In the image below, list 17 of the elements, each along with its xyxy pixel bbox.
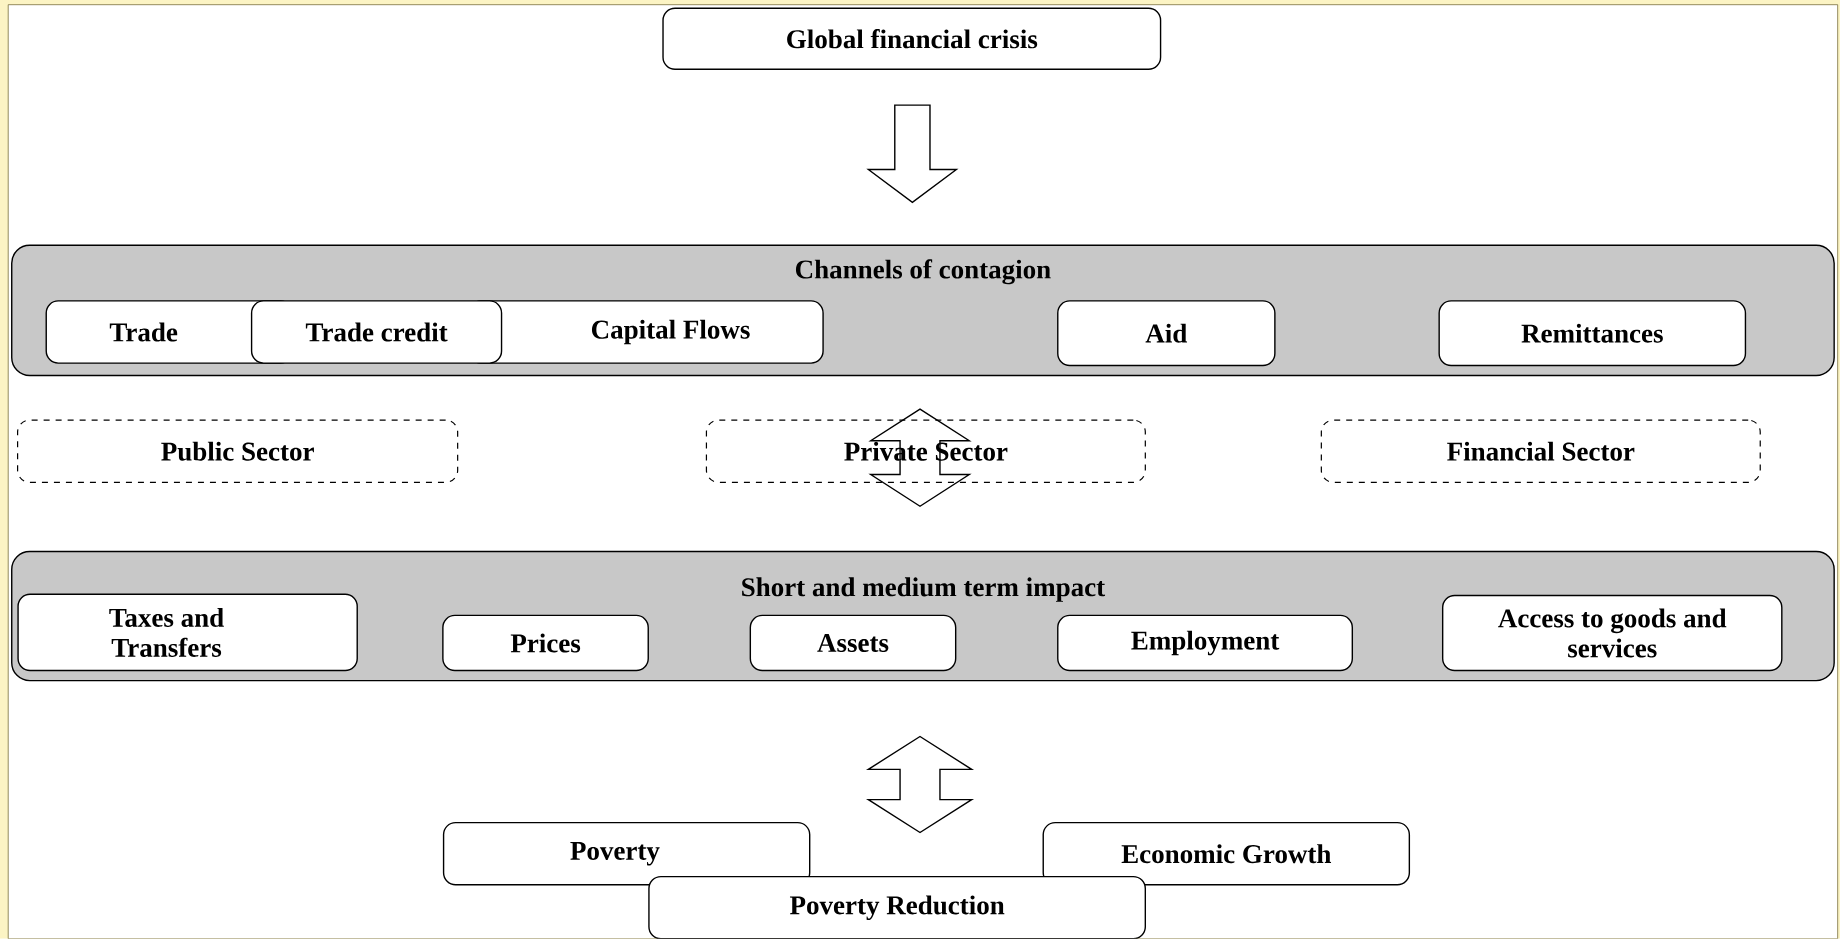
process-box: Economic Growth [1042,822,1411,886]
process-box: Assets [749,614,957,672]
process-box: Access to goods and services [1442,594,1783,672]
block-arrow [866,104,959,204]
process-box: Taxes and Transfers [17,593,358,672]
process-box: Aid [1057,300,1276,367]
process-box: Global financial crisis [662,7,1162,71]
process-box: Capital Flows [468,300,824,364]
block-arrow [865,735,975,834]
sector-box: Public Sector [17,419,459,484]
process-box: Trade credit [250,300,503,364]
process-box: Poverty Reduction [648,876,1146,939]
process-box: Remittances [1438,300,1747,367]
process-box: Employment [1057,614,1353,672]
process-box: Poverty [442,822,811,886]
process-box: Prices [442,614,649,672]
sector-box: Financial Sector [1320,419,1761,484]
